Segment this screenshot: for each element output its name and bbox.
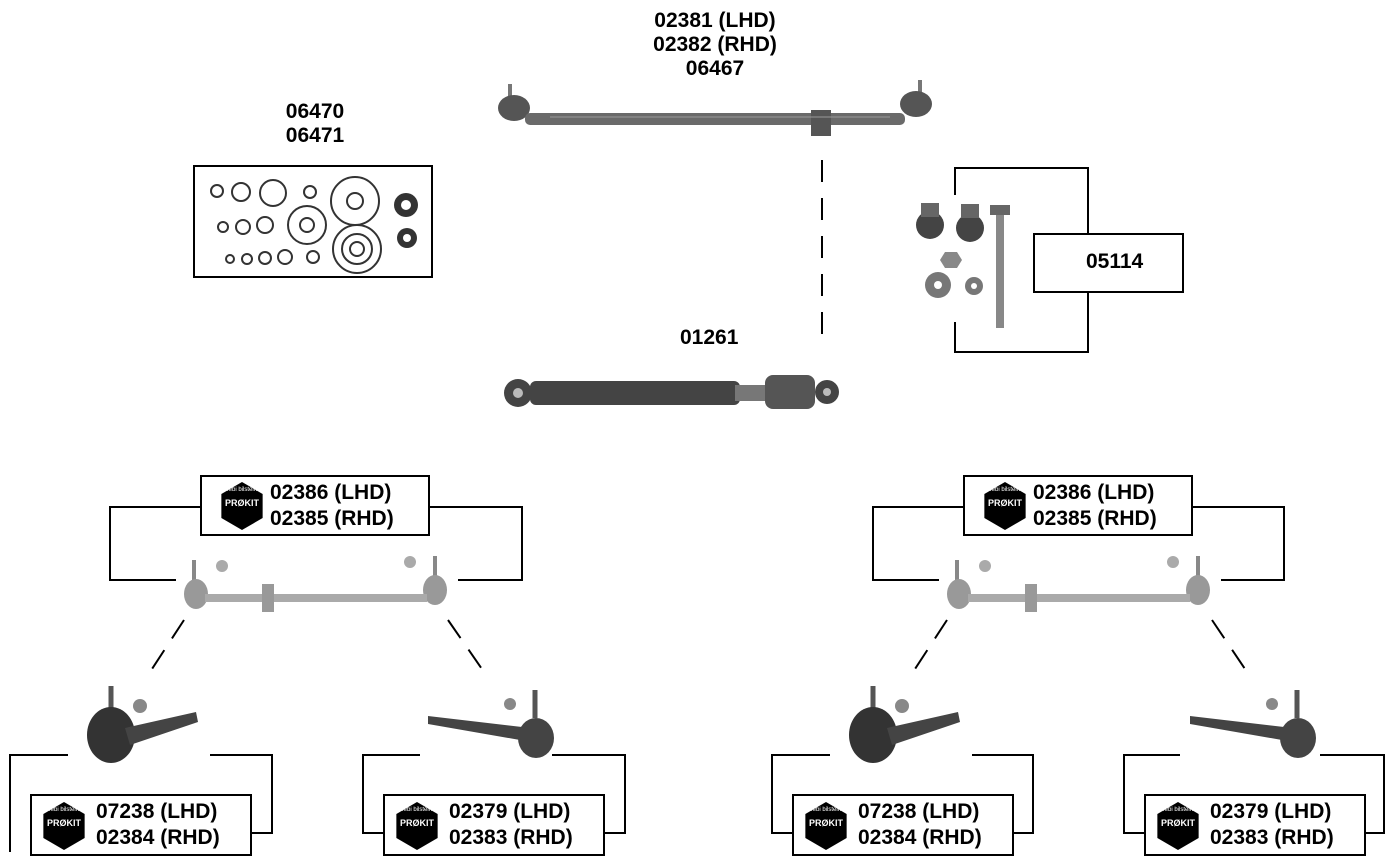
mount-kit-image — [916, 203, 1010, 328]
prokit-badge-icon: febi bilstein PRØKIT — [40, 802, 88, 850]
mount-kit-box: 05114 — [1033, 233, 1184, 293]
tie-rod-end-b2-image — [1190, 690, 1316, 758]
part-number: 02384 (RHD) — [858, 826, 982, 850]
seal-kit-label: 06470 06471 — [255, 100, 375, 148]
part-number: 02381 (LHD) — [600, 9, 830, 33]
prokit-badge-icon: febi bilstein PRØKIT — [981, 482, 1029, 530]
part-number: 07238 (LHD) — [858, 800, 979, 824]
part-number: 02386 (LHD) — [270, 481, 391, 505]
tie-rod-end-a2-image — [849, 686, 960, 763]
end-a2-box: febi bilstein PRØKIT 07238 (LHD) 02384 (… — [792, 794, 1014, 856]
damper-label: 01261 — [680, 326, 738, 350]
part-number: 02386 (LHD) — [1033, 481, 1154, 505]
prokit-badge-icon: febi bilstein PRØKIT — [218, 482, 266, 530]
tie-rod-end-b1-image — [428, 690, 554, 758]
tie-rod-main-label: 02381 (LHD) 02382 (RHD) 06467 — [600, 9, 830, 81]
part-number: 06467 — [600, 57, 830, 81]
part-number: 02379 (LHD) — [1210, 800, 1331, 824]
end-b1-box: febi bilstein PRØKIT 02379 (LHD) 02383 (… — [383, 794, 605, 856]
part-number: 02383 (RHD) — [1210, 826, 1334, 850]
right-rod-image — [947, 556, 1210, 612]
left-rod-box: febi bilstein PRØKIT 02386 (LHD) 02385 (… — [200, 475, 430, 536]
prokit-badge-icon: febi bilstein PRØKIT — [393, 802, 441, 850]
part-number: 02383 (RHD) — [449, 826, 573, 850]
part-number: 06470 — [255, 100, 375, 124]
end-a1-box: febi bilstein PRØKIT 07238 (LHD) 02384 (… — [30, 794, 252, 856]
tie-rod-main-image — [498, 80, 932, 136]
part-number: 02384 (RHD) — [96, 826, 220, 850]
steering-damper-image — [504, 375, 839, 409]
prokit-badge-icon: febi bilstein PRØKIT — [1154, 802, 1202, 850]
prokit-badge-icon: febi bilstein PRØKIT — [802, 802, 850, 850]
seal-kit-box — [193, 165, 433, 278]
left-rod-image — [184, 556, 447, 612]
part-number: 07238 (LHD) — [96, 800, 217, 824]
part-number: 02382 (RHD) — [600, 33, 830, 57]
end-b2-box: febi bilstein PRØKIT 02379 (LHD) 02383 (… — [1144, 794, 1366, 856]
right-rod-box: febi bilstein PRØKIT 02386 (LHD) 02385 (… — [963, 475, 1193, 536]
part-number: 02385 (RHD) — [1033, 507, 1157, 531]
part-number: 06471 — [255, 124, 375, 148]
part-number: 02379 (LHD) — [449, 800, 570, 824]
seal-kit-image — [195, 167, 431, 276]
part-number: 02385 (RHD) — [270, 507, 394, 531]
tie-rod-end-a1-image — [87, 686, 198, 763]
mount-kit-label: 05114 — [1086, 250, 1143, 274]
